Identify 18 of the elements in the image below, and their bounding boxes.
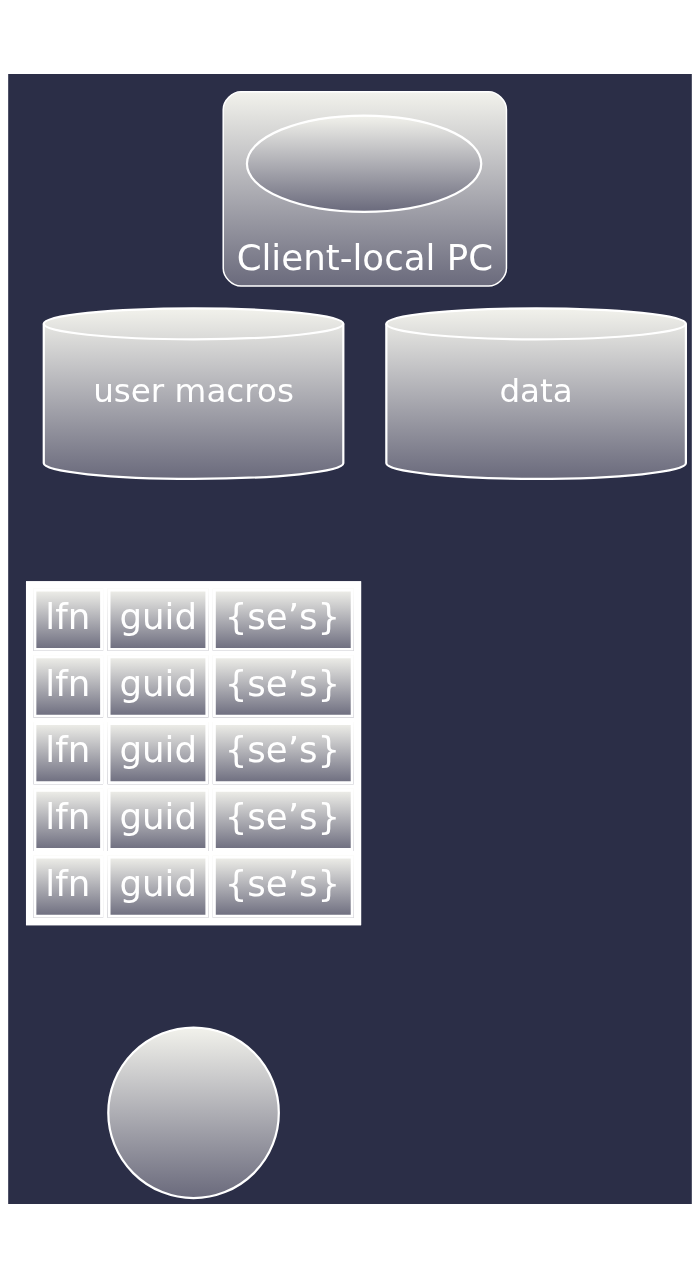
cluster: Client-local PC (222, 91, 508, 287)
label: lfn (45, 662, 91, 704)
label: lfn (45, 729, 91, 771)
label: guid (119, 662, 198, 704)
label: {se’s} (224, 729, 341, 771)
node-circle (107, 1026, 280, 1200)
label: guid (119, 862, 198, 904)
label: guid (119, 595, 198, 637)
label: {se’s} (224, 862, 341, 904)
label: lfn (45, 595, 91, 637)
node-ellipse (245, 114, 483, 213)
label: guid (119, 729, 198, 771)
label: lfn (45, 796, 91, 838)
label: {se’s} (224, 662, 341, 704)
label: guid (119, 796, 198, 838)
label: {se’s} (224, 595, 341, 637)
label: {se’s} (224, 796, 341, 838)
label: lfn (45, 862, 91, 904)
